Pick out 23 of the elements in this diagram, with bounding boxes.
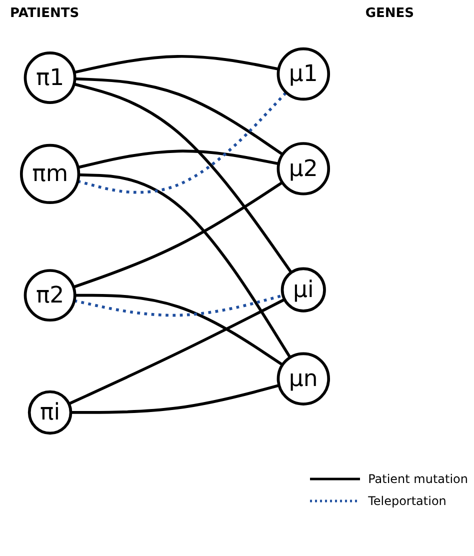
connector <box>74 294 284 317</box>
connector <box>78 150 279 169</box>
node-circle: μn <box>276 352 330 406</box>
column-heading: PATIENTS <box>10 6 80 21</box>
node-circle: πm <box>20 144 80 204</box>
legend-text: Patient mutation <box>368 472 468 486</box>
node-circle: μi <box>280 267 326 312</box>
node-circle: μ1 <box>276 47 330 101</box>
connector <box>74 294 284 366</box>
connector <box>68 298 286 406</box>
node-circle: μ2 <box>276 142 330 196</box>
connector <box>74 54 279 74</box>
connector <box>78 173 292 358</box>
connector <box>74 77 284 156</box>
column-heading: GENES <box>365 6 414 21</box>
connector <box>70 384 280 414</box>
connector <box>73 181 284 288</box>
connector <box>74 82 292 274</box>
node-circle: π1 <box>24 52 76 104</box>
node-circle: π2 <box>24 269 76 322</box>
node-circle: πi <box>28 390 72 435</box>
legend-text: Teleportation <box>368 494 446 508</box>
connector <box>77 91 288 194</box>
